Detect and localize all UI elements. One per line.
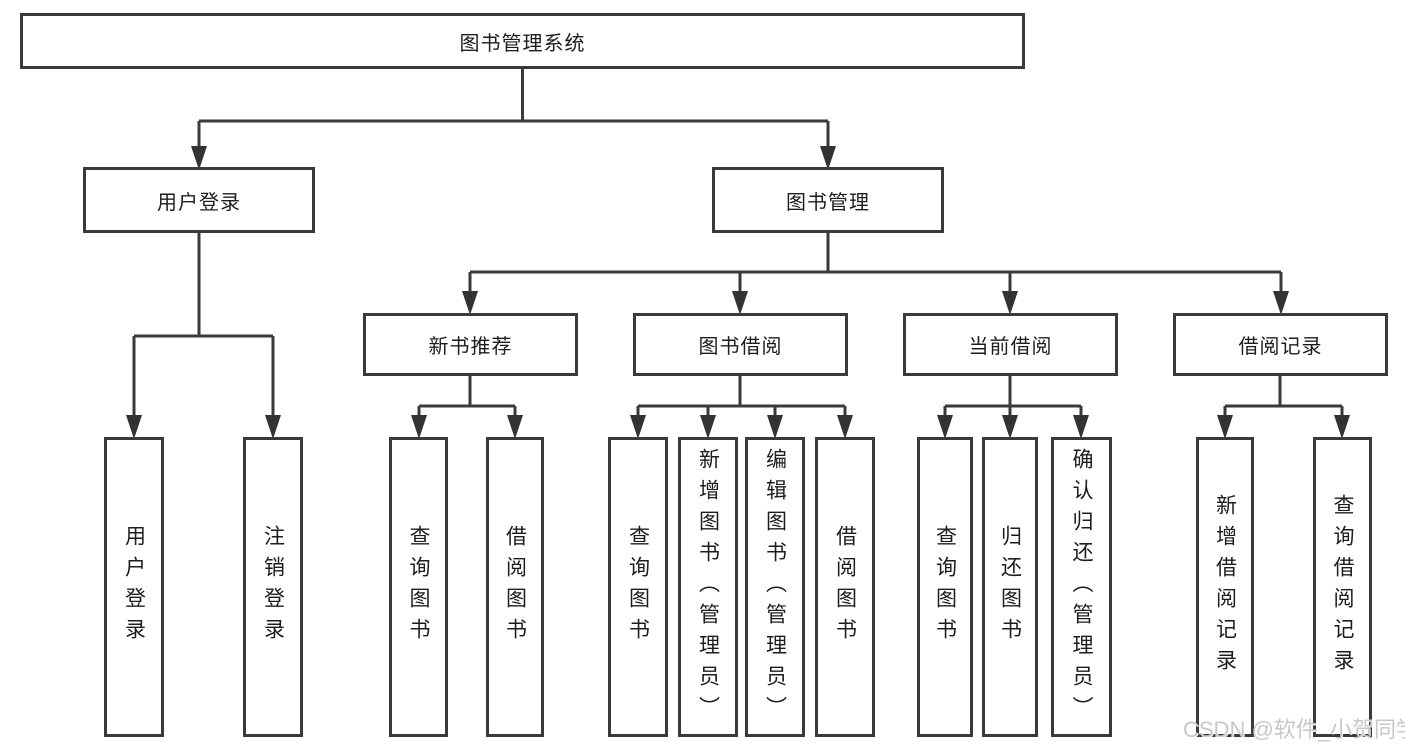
leaf-borrow-books: 借阅图书: [815, 437, 875, 737]
arrowhead-icon: [507, 415, 523, 439]
leaf-user-login: 用户登录: [104, 437, 164, 737]
node-borrowing-records-label: 借阅记录: [1238, 336, 1323, 358]
leaf-query-books-borrowing: 查询图书: [608, 437, 668, 737]
leaf-query-books-recommend-label: 查询图书: [407, 525, 430, 649]
leaf-query-borrow-record: 查询借阅记录: [1313, 437, 1372, 737]
arrowhead-icon: [837, 415, 853, 439]
arrowhead-icon: [767, 415, 783, 439]
node-root-label: 图书管理系统: [459, 32, 586, 55]
leaf-query-books-current: 查询图书: [917, 437, 973, 737]
leaf-query-books-current-label: 查询图书: [933, 525, 957, 649]
node-user-login: 用户登录: [83, 167, 315, 233]
node-user-login-label: 用户登录: [157, 191, 241, 214]
leaf-logout-login-label: 注销登录: [261, 525, 285, 649]
watermark: CSDN @软件_小贺同学: [1183, 717, 1405, 742]
arrowhead-icon: [191, 146, 207, 170]
node-book-borrowing: 图书借阅: [633, 313, 848, 376]
leaf-edit-books-admin: 编辑图书（管理员）: [745, 437, 805, 737]
arrowhead-icon: [1073, 415, 1089, 439]
arrowhead-icon: [1273, 291, 1289, 315]
node-new-book-recommend: 新书推荐: [363, 313, 578, 376]
node-current-borrowing-label: 当前借阅: [968, 336, 1053, 358]
arrowhead-icon: [732, 291, 748, 315]
leaf-borrow-books-recommend-label: 借阅图书: [503, 525, 527, 649]
leaf-return-books-label: 归还图书: [998, 525, 1022, 649]
arrowhead-icon: [265, 415, 281, 439]
leaf-query-books-recommend: 查询图书: [389, 437, 448, 737]
node-book-borrowing-label: 图书借阅: [698, 336, 783, 358]
leaf-borrow-books-label: 借阅图书: [833, 525, 857, 649]
leaf-borrow-books-recommend: 借阅图书: [486, 437, 544, 737]
leaf-return-books: 归还图书: [982, 437, 1038, 737]
node-new-book-recommend-label: 新书推荐: [428, 336, 513, 358]
arrowhead-icon: [1334, 415, 1350, 439]
leaf-query-borrow-record-label: 查询借阅记录: [1331, 494, 1354, 680]
leaf-confirm-return-admin: 确认归还（管理员）: [1051, 437, 1112, 737]
arrowhead-icon: [126, 415, 142, 439]
node-root: 图书管理系统: [20, 13, 1025, 69]
leaf-confirm-return-admin-label: 确认归还（管理员）: [1070, 447, 1093, 727]
leaf-user-login-label: 用户登录: [122, 525, 146, 649]
arrowhead-icon: [1217, 415, 1233, 439]
leaf-add-borrow-record-label: 新增借阅记录: [1213, 494, 1237, 680]
node-book-management-label: 图书管理: [786, 191, 870, 214]
leaf-logout-login: 注销登录: [243, 437, 303, 737]
node-book-management: 图书管理: [712, 167, 944, 233]
arrowhead-icon: [820, 146, 836, 170]
node-current-borrowing: 当前借阅: [903, 313, 1118, 376]
leaf-edit-books-admin-label: 编辑图书（管理员）: [763, 447, 787, 727]
leaf-query-books-borrowing-label: 查询图书: [626, 525, 650, 649]
arrowheads: [126, 146, 1350, 439]
arrowhead-icon: [937, 415, 953, 439]
arrowhead-icon: [1002, 291, 1018, 315]
node-borrowing-records: 借阅记录: [1173, 313, 1388, 376]
arrowhead-icon: [462, 291, 478, 315]
leaf-add-books-admin: 新增图书（管理员）: [678, 437, 738, 737]
arrowhead-icon: [1002, 415, 1018, 439]
arrowhead-icon: [630, 415, 646, 439]
arrowhead-icon: [700, 415, 716, 439]
leaf-add-books-admin-label: 新增图书（管理员）: [696, 447, 720, 727]
arrowhead-icon: [411, 415, 427, 439]
leaf-add-borrow-record: 新增借阅记录: [1196, 437, 1254, 737]
